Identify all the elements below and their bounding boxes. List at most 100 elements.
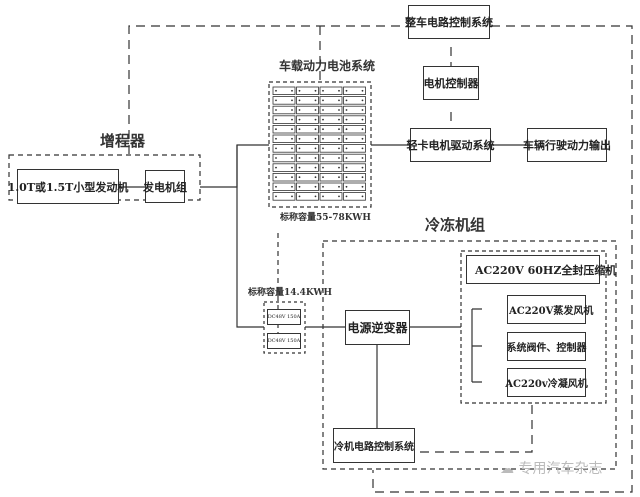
battery-terminal [338,128,340,131]
battery-terminal [291,176,293,179]
battery-terminal [314,99,317,102]
battery-cell [319,134,343,143]
battery-terminal [345,176,348,179]
battery-terminal [322,137,324,140]
battery-terminal [275,128,277,131]
inverter-box: 电源逆变器 [345,310,410,345]
battery-cell [343,163,366,172]
battery-cell [296,192,319,201]
battery-terminal [345,166,348,169]
battery-cell [296,144,319,153]
battery-cell [343,115,366,124]
battery-terminal [361,157,364,159]
battery-terminal [314,195,317,198]
battery-terminal [314,176,317,179]
battery-terminal [291,185,293,188]
battery-terminal [298,128,301,131]
battery-cell [343,105,366,115]
battery-terminal [298,157,301,159]
power-line-battery [200,144,269,188]
battery-cell [343,192,366,201]
battery-terminal [291,109,293,111]
battery-terminal [338,137,340,140]
battery-cell [296,182,319,191]
refrigeration-title: 冷冻机组 [425,216,486,234]
battery-terminal [291,157,293,159]
battery-terminal [275,166,277,169]
battery-cell [272,172,296,182]
aux-battery-cell: DC48V 150A [267,309,301,325]
battery-terminal [291,166,293,169]
battery-terminal [314,185,317,188]
battery-terminal [361,99,364,102]
battery-terminal [338,99,340,102]
battery-terminal [338,166,340,169]
battery-terminal [291,137,293,140]
battery-terminal [275,176,277,179]
power-line-aux [236,145,264,328]
battery-terminal [275,99,277,102]
battery-cell [296,153,319,163]
battery-terminal [298,137,301,140]
battery-terminal [338,157,340,159]
battery-cell [319,96,343,105]
battery-terminal [291,128,293,131]
battery-terminal [275,147,277,150]
battery-cell [272,192,296,201]
power-branch-lines [471,308,482,383]
battery-terminal [322,118,324,121]
battery-terminal [314,89,317,92]
motor-controller-box: 电机控制器 [423,66,479,100]
battery-terminal [298,147,301,150]
battery-terminal [361,195,364,198]
battery-cell [319,86,343,95]
battery-terminal [291,89,293,92]
battery-terminal [322,89,324,92]
battery-terminal [291,99,293,102]
battery-terminal [291,118,293,121]
control-line-left [128,25,408,154]
battery-terminal [345,185,348,188]
battery-terminal [338,89,340,92]
battery-cell [296,172,319,182]
aux-battery-cell-text: DC48V 150A [267,338,301,344]
battery-terminal [291,147,293,150]
battery-terminal [361,137,364,140]
battery-terminal [298,118,301,121]
aux-battery-capacity-label: 标称容量14.4KWH [248,288,333,298]
battery-terminal [345,89,348,92]
battery-terminal [275,185,277,188]
battery-cell [272,96,296,105]
battery-terminal [275,195,277,198]
battery-cell [343,96,366,105]
battery-terminal [275,118,277,121]
battery-cell [272,163,296,172]
battery-terminal [338,147,340,150]
battery-cell [296,115,319,124]
battery-terminal [298,176,301,179]
battery-cell [343,182,366,191]
battery-terminal [314,137,317,140]
battery-cell [319,192,343,201]
condenser-fan-box: AC220v冷凝风机 [505,368,588,397]
generator-box: 发电机组 [143,170,187,203]
battery-terminal [361,176,364,179]
control-line-cooler [420,404,533,453]
battery-terminal [338,185,340,188]
battery-cell [296,105,319,115]
battery-cell [319,125,343,134]
battery-terminal [338,118,340,121]
battery-terminal [275,109,277,111]
battery-cell [296,125,319,134]
battery-cell [272,105,296,115]
battery-cell [319,153,343,163]
battery-terminal [361,118,364,121]
power-output-box: 车辆行驶动力输出 [523,128,611,162]
battery-cell [319,115,343,124]
battery-cell [272,125,296,134]
battery-terminal [298,99,301,102]
watermark: ☁ 专用汽车杂志 [500,458,602,478]
valves-controller-box: 系统阀件、控制器 [507,332,587,361]
battery-terminal [291,195,293,198]
battery-cell [272,182,296,191]
